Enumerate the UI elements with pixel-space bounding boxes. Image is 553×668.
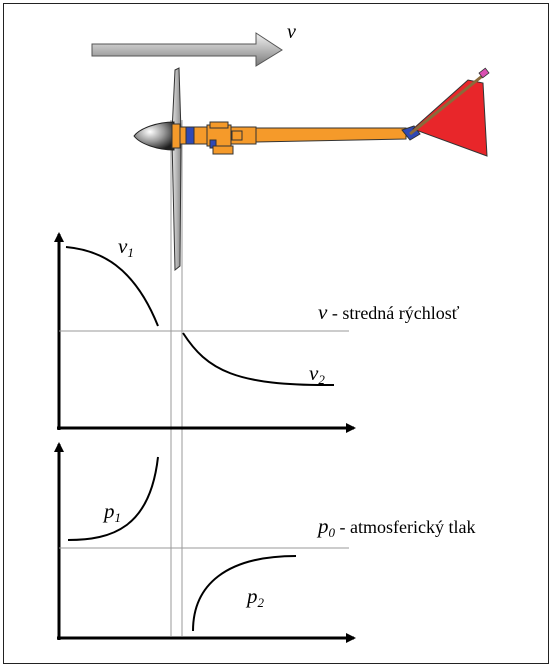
p2-label: p2 bbox=[245, 584, 265, 610]
pressure-chart bbox=[54, 442, 356, 643]
velocity-chart bbox=[54, 232, 356, 433]
v2-curve bbox=[182, 332, 335, 387]
atmospheric-pressure-label: p0 - atmosferický tlak bbox=[316, 514, 475, 540]
nose-cone bbox=[133, 121, 175, 151]
v2-label: v2 bbox=[309, 361, 325, 387]
wind-arrow bbox=[91, 32, 283, 67]
v1-curve bbox=[65, 246, 159, 327]
tail-boom bbox=[255, 127, 407, 143]
tail-fin bbox=[412, 79, 488, 157]
v1-label: v1 bbox=[118, 234, 134, 260]
p1-curve bbox=[67, 456, 159, 541]
p1-label: p1 bbox=[102, 499, 121, 525]
rotor-blade-lower bbox=[171, 139, 182, 272]
wind-arrow-label: v bbox=[287, 21, 296, 43]
mean-velocity-label: v - stredná rýchlosť bbox=[318, 300, 460, 324]
wind-turbine bbox=[133, 67, 490, 272]
p2-curve bbox=[192, 555, 297, 632]
